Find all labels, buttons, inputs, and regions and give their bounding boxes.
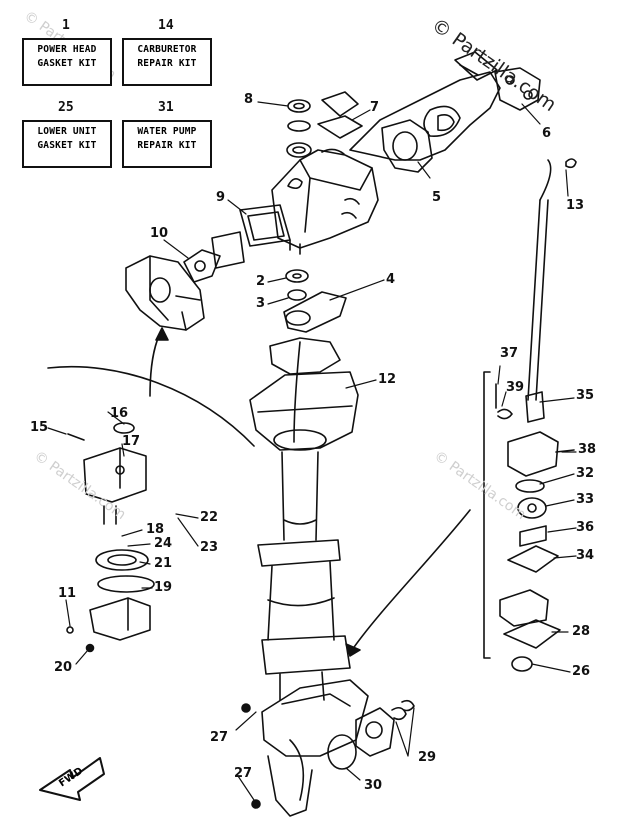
part-36-key bbox=[519, 525, 547, 547]
part-33-impeller bbox=[517, 497, 547, 519]
kit-line: GASKET KIT bbox=[37, 140, 97, 151]
part-19-gasket bbox=[97, 575, 155, 593]
part-10-spacer bbox=[183, 231, 245, 283]
callout-28: 28 bbox=[572, 624, 591, 639]
kit-number: 31 bbox=[158, 100, 174, 115]
kit-line: CARBURETOR bbox=[137, 44, 197, 55]
fwd-arrow bbox=[39, 757, 105, 801]
callout-17: 17 bbox=[122, 434, 141, 449]
callout-2: 2 bbox=[256, 274, 266, 289]
kit-line: REPAIR KIT bbox=[137, 58, 197, 69]
kit-line: WATER PUMP bbox=[137, 126, 197, 137]
part-26-grommet bbox=[511, 656, 533, 672]
callout-15: 15 bbox=[30, 420, 49, 435]
callout-5: 5 bbox=[432, 190, 442, 205]
upper-casing bbox=[249, 337, 359, 451]
bracket-line bbox=[47, 365, 255, 447]
callout-4: 4 bbox=[386, 272, 396, 287]
callout-39: 39 bbox=[506, 380, 525, 395]
callout-34: 34 bbox=[576, 548, 595, 563]
exhaust-cover bbox=[349, 51, 501, 161]
kit-line: POWER HEAD bbox=[37, 44, 97, 55]
part-8-seals bbox=[286, 99, 312, 158]
callout-33: 33 bbox=[576, 492, 595, 507]
carburetor bbox=[125, 255, 205, 331]
callout-13: 13 bbox=[566, 198, 585, 213]
drive-shaft-housing bbox=[257, 451, 351, 701]
callout-16: 16 bbox=[110, 406, 129, 421]
cylinder-block bbox=[271, 148, 379, 255]
callout-6: 6 bbox=[542, 126, 552, 141]
float-bowl bbox=[89, 597, 151, 641]
part-5-gasket bbox=[381, 119, 433, 173]
kit-number: 14 bbox=[158, 18, 174, 33]
callout-7: 7 bbox=[370, 100, 380, 115]
callout-29: 29 bbox=[418, 750, 437, 765]
callout-26: 26 bbox=[572, 664, 591, 679]
callout-8: 8 bbox=[244, 92, 254, 107]
part-21-float bbox=[95, 549, 149, 571]
carb-body bbox=[67, 422, 147, 503]
part-13-grommet bbox=[565, 158, 577, 169]
kit-number: 25 bbox=[58, 100, 74, 115]
callout-10: 10 bbox=[150, 226, 169, 241]
callout-22: 22 bbox=[200, 510, 219, 525]
callout-18: 18 bbox=[146, 522, 165, 537]
callout-36: 36 bbox=[576, 520, 595, 535]
kit-lower-unit: LOWER UNIT GASKET KIT bbox=[22, 120, 112, 168]
lower-unit bbox=[261, 679, 369, 817]
kit-carburetor: CARBURETOR REPAIR KIT bbox=[122, 38, 212, 86]
part-30-ring bbox=[327, 734, 357, 770]
part-7-cover bbox=[317, 91, 363, 139]
kit-line: REPAIR KIT bbox=[137, 140, 197, 151]
callout-9: 9 bbox=[216, 190, 226, 205]
kit-water-pump: WATER PUMP REPAIR KIT bbox=[122, 120, 212, 168]
pump-bracket bbox=[483, 371, 491, 659]
callout-11: 11 bbox=[58, 586, 77, 601]
callout-20: 20 bbox=[54, 660, 73, 675]
kit-line: LOWER UNIT bbox=[37, 126, 97, 137]
kit-power-head: POWER HEAD GASKET KIT bbox=[22, 38, 112, 86]
kit-line: GASKET KIT bbox=[37, 58, 97, 69]
callout-27: 27 bbox=[210, 730, 229, 745]
callout-38: 38 bbox=[578, 442, 597, 457]
callout-19: 19 bbox=[154, 580, 173, 595]
part-3-seal bbox=[287, 289, 307, 301]
callout-3: 3 bbox=[256, 296, 266, 311]
arrow-to-lower bbox=[351, 509, 471, 651]
callout-32: 32 bbox=[576, 466, 595, 481]
part-9-reed-valve bbox=[239, 204, 291, 247]
callout-30: 30 bbox=[364, 778, 383, 793]
callout-24: 24 bbox=[154, 536, 173, 551]
callout-23: 23 bbox=[200, 540, 219, 555]
callout-37: 37 bbox=[500, 346, 519, 361]
part-34-plate bbox=[507, 545, 559, 573]
part-4-plate bbox=[283, 291, 347, 333]
callout-27b: 27 bbox=[234, 766, 253, 781]
pump-housing bbox=[507, 431, 575, 477]
callout-21: 21 bbox=[154, 556, 173, 571]
callout-35: 35 bbox=[576, 388, 595, 403]
part-28-plate bbox=[503, 619, 561, 649]
part-6-gasket bbox=[494, 67, 541, 111]
part-32-gasket bbox=[515, 479, 545, 493]
part-2-seal bbox=[285, 269, 309, 283]
callout-12: 12 bbox=[378, 372, 397, 387]
kit-number: 1 bbox=[62, 18, 70, 33]
part-29-housing bbox=[355, 699, 415, 757]
